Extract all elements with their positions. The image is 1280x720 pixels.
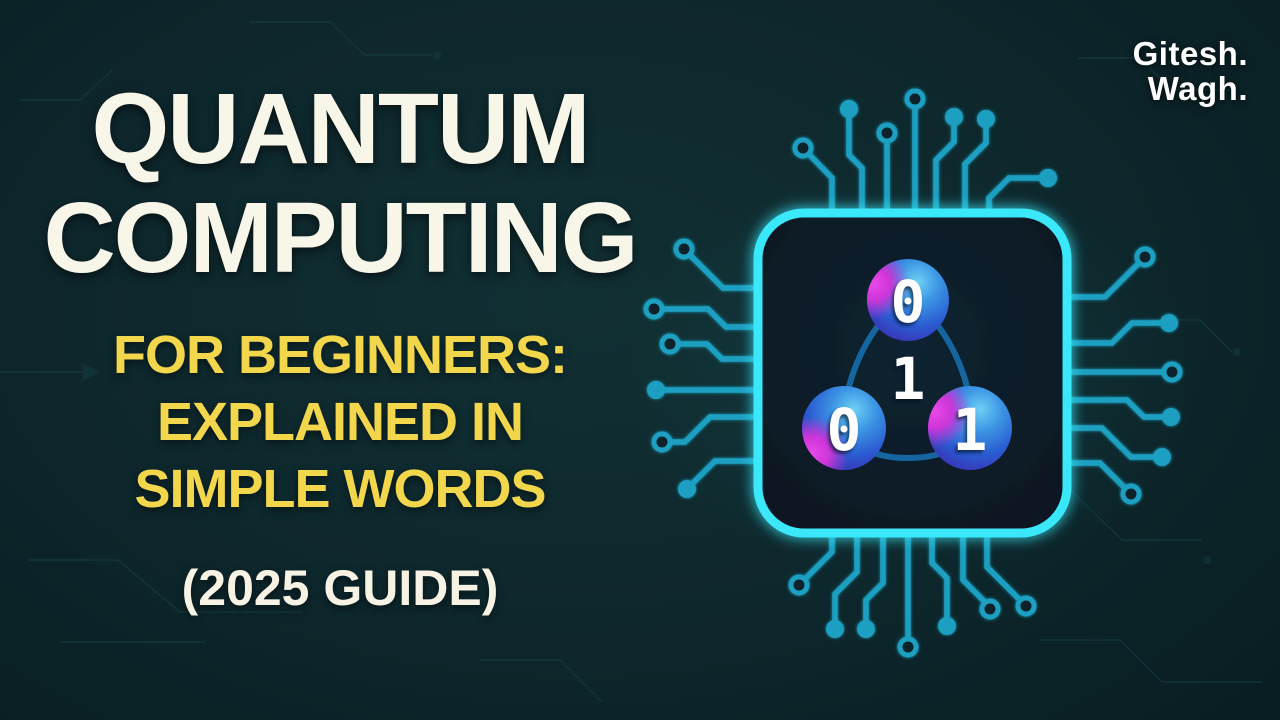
chip-traces (643, 88, 1183, 658)
subtitle-block: FOR BEGINNERS: EXPLAINED IN SIMPLE WORDS (25, 322, 655, 523)
qubit-sphere-left: 0 (802, 386, 886, 470)
qubit-sphere-right: 1 (928, 386, 1012, 470)
qubit-top-digit: 0 (891, 268, 926, 336)
qubit-right-digit: 1 (953, 396, 988, 464)
subtitle-line-1: FOR BEGINNERS: (112, 325, 568, 385)
qubit-sphere-top: 0 (867, 259, 949, 341)
guide-label: (2025 GUIDE) (181, 560, 499, 616)
qubit-loop (841, 296, 975, 462)
title-line-1: QUANTUM (91, 73, 590, 185)
qubit-left-digit: 0 (827, 396, 862, 464)
background-circuit-pattern (0, 21, 1262, 703)
brand-line-1: Gitesh. (1132, 35, 1248, 72)
subtitle-line-2: EXPLAINED IN (156, 392, 524, 452)
subtitle-line-3: SIMPLE WORDS (134, 459, 546, 519)
center-bit-digit: 1 (891, 345, 926, 413)
brand-line-2: Wagh. (1147, 70, 1248, 107)
title-line-2: COMPUTING (43, 182, 638, 294)
brand-logo: Gitesh. Wagh. (1133, 36, 1248, 106)
title-block: QUANTUM COMPUTING (25, 75, 655, 293)
